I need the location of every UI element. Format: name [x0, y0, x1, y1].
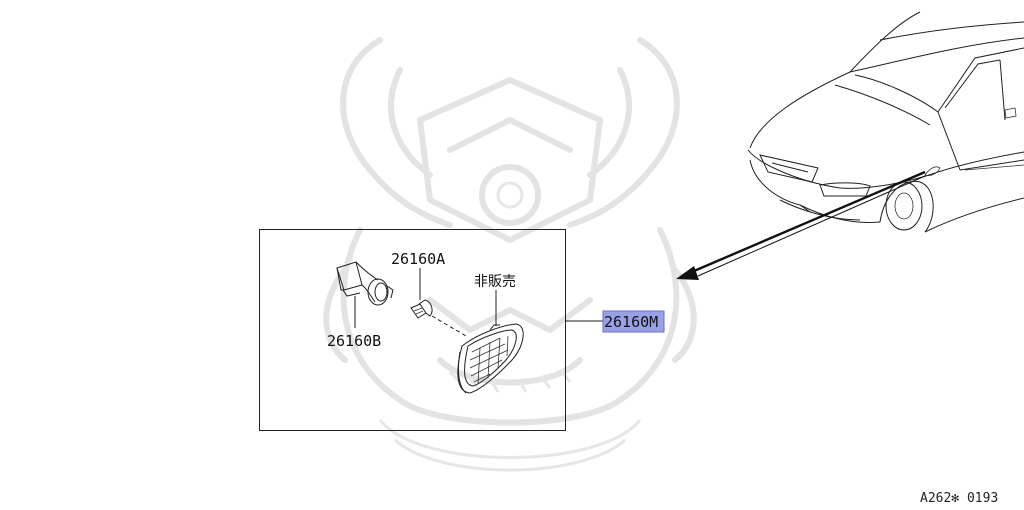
detail-frame — [259, 229, 566, 431]
diagram-code: A262✻ 0193 — [920, 491, 998, 506]
not-for-sale-label: 非販売 — [474, 274, 516, 290]
part-label-main[interactable]: 26160M — [604, 313, 658, 331]
part-label-b[interactable]: 26160B — [327, 332, 381, 350]
samurai-helmet-watermark-icon — [323, 37, 697, 472]
bulb-icon[interactable] — [410, 299, 433, 319]
side-marker-lamp-icon[interactable] — [457, 323, 524, 394]
bulb-socket-icon[interactable] — [336, 261, 394, 306]
location-arrow — [676, 170, 926, 280]
part-label-a[interactable]: 26160A — [391, 250, 445, 268]
part-main-highlight — [602, 310, 665, 333]
car-front-icon — [747, 11, 1024, 233]
